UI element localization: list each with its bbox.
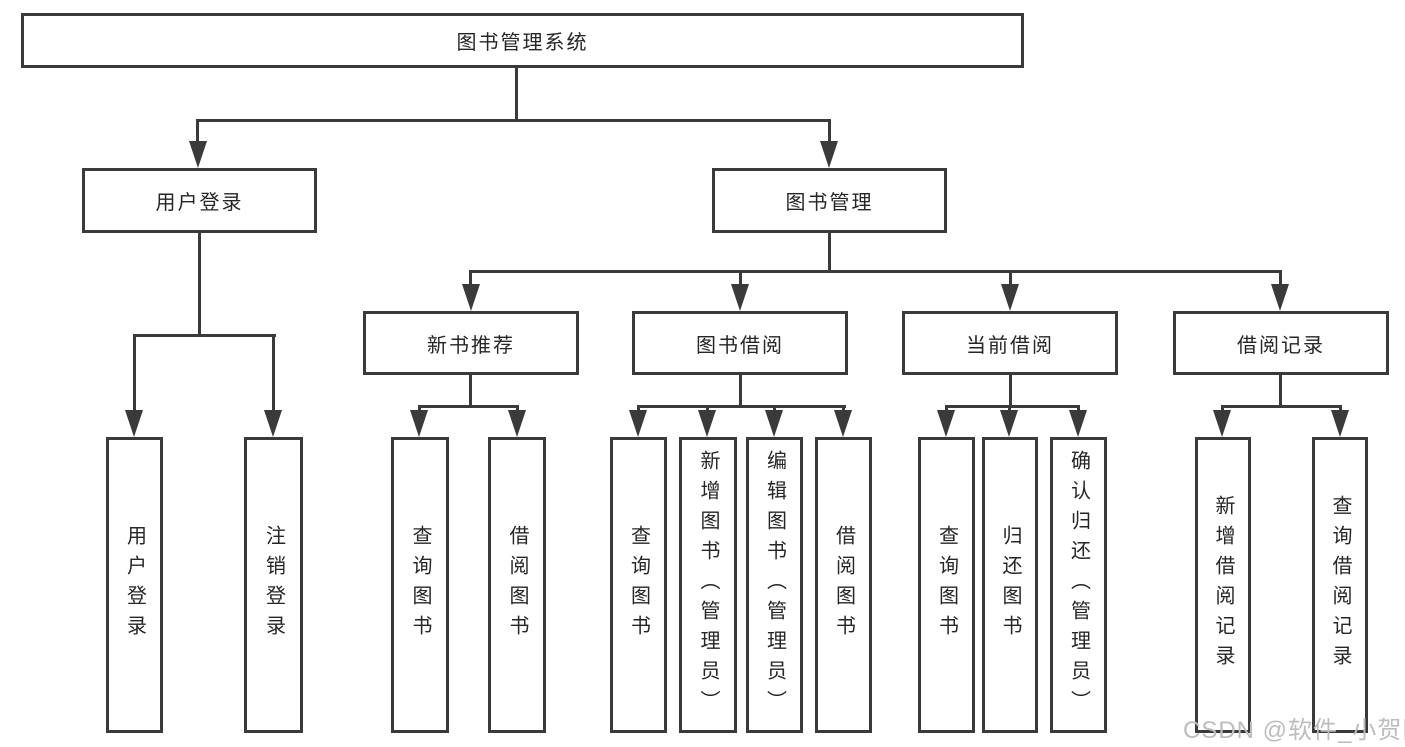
node-label: 借阅记录 (1237, 334, 1325, 357)
node-label: 当前借阅 (966, 334, 1054, 357)
arrowhead-down-icon (410, 410, 428, 437)
arrowhead-down-icon (698, 410, 716, 437)
arrowhead-down-icon (508, 410, 526, 437)
arrowhead-down-icon (731, 284, 749, 311)
arrowhead-down-icon (1213, 410, 1231, 437)
arrowhead-down-icon (1271, 284, 1289, 311)
node-label: 查询图书 (935, 525, 958, 645)
connector-records-bar (1221, 405, 1342, 408)
connector-records-stem (1279, 374, 1282, 408)
node-label: 确认归还（管理员） (1067, 450, 1090, 720)
node-library-management-system: 图书管理系统 (21, 13, 1024, 68)
node-user-login: 用户登录 (82, 168, 317, 233)
node-new-book-recommendation: 新书推荐 (363, 311, 579, 375)
connector-user-login-drop (196, 119, 199, 146)
node-leaf-borrow-books-recommend: 借阅图书 (488, 437, 546, 733)
connector-current-bar (945, 405, 1080, 408)
connector-user-login-stem (198, 233, 201, 336)
connector-level3-drop (739, 270, 742, 287)
node-label: 图书管理 (785, 192, 874, 214)
node-leaf-query-books-borrowing: 查询图书 (610, 437, 667, 733)
node-label: 查询图书 (627, 525, 650, 645)
node-label: 用户登录 (155, 192, 244, 214)
node-label: 新增图书（管理员） (697, 450, 719, 720)
connector-borrowing-stem (739, 374, 742, 408)
connector-level3-drop (469, 270, 472, 287)
connector-current-stem (1009, 374, 1012, 408)
node-leaf-edit-books-admin: 编辑图书（管理员） (746, 437, 803, 733)
node-label: 注销登录 (262, 525, 285, 645)
arrowhead-down-icon (125, 410, 143, 437)
connector-borrowing-bar (637, 405, 846, 408)
connector-level3-drop (1009, 270, 1012, 287)
node-label: 借阅图书 (832, 525, 855, 645)
node-label: 新增借阅记录 (1212, 495, 1234, 675)
arrowhead-down-icon (264, 410, 282, 437)
node-book-management: 图书管理 (712, 168, 947, 233)
node-label: 查询借阅记录 (1329, 495, 1351, 675)
node-current-borrowing: 当前借阅 (902, 311, 1118, 375)
connector-user-login-bar (133, 334, 276, 337)
connector-leaf-drop (272, 334, 275, 414)
node-leaf-confirm-return-admin: 确认归还（管理员） (1050, 437, 1107, 733)
arrowhead-down-icon (462, 284, 480, 311)
connector-recommendation-stem (469, 374, 472, 408)
arrowhead-down-icon (1331, 410, 1349, 437)
connector-leaf-drop (133, 334, 136, 414)
node-leaf-return-books: 归还图书 (982, 437, 1038, 733)
connector-book-management-stem (828, 233, 831, 272)
node-borrowing-records: 借阅记录 (1173, 311, 1389, 375)
node-label: 归还图书 (999, 525, 1021, 645)
arrowhead-down-icon (765, 410, 783, 437)
node-label: 查询图书 (409, 525, 431, 645)
node-label: 借阅图书 (506, 525, 528, 645)
node-leaf-query-borrow-record: 查询借阅记录 (1312, 437, 1368, 733)
connector-root-stem (515, 68, 518, 121)
node-label: 图书借阅 (696, 334, 784, 357)
connector-recommendation-bar (418, 405, 519, 408)
arrowhead-down-icon (1000, 410, 1018, 437)
arrowhead-down-icon (820, 141, 838, 168)
node-leaf-add-borrow-record: 新增借阅记录 (1195, 437, 1251, 733)
node-label: 编辑图书（管理员） (763, 450, 786, 720)
node-label: 新书推荐 (427, 334, 515, 357)
csdn-watermark: CSDN @软件_小贺同学 (1183, 717, 1405, 744)
node-label: 用户登录 (123, 525, 146, 645)
arrowhead-down-icon (189, 141, 207, 168)
connector-book-management-drop (828, 119, 831, 146)
arrowhead-down-icon (1069, 410, 1087, 437)
connector-level3-bar (470, 270, 1282, 273)
arrowhead-down-icon (834, 410, 852, 437)
connector-level3-drop (1279, 270, 1282, 287)
arrowhead-down-icon (1001, 284, 1019, 311)
node-label: 图书管理系统 (456, 32, 589, 54)
node-book-borrowing: 图书借阅 (632, 311, 848, 375)
node-leaf-borrow-books: 借阅图书 (815, 437, 872, 733)
node-leaf-logout: 注销登录 (244, 437, 303, 733)
arrowhead-down-icon (937, 410, 955, 437)
arrowhead-down-icon (629, 410, 647, 437)
node-leaf-query-books-recommend: 查询图书 (391, 437, 449, 733)
node-leaf-query-books-current: 查询图书 (918, 437, 975, 733)
connector-level2-bar (197, 119, 831, 122)
node-leaf-user-login: 用户登录 (106, 437, 163, 733)
node-leaf-add-books-admin: 新增图书（管理员） (679, 437, 737, 733)
